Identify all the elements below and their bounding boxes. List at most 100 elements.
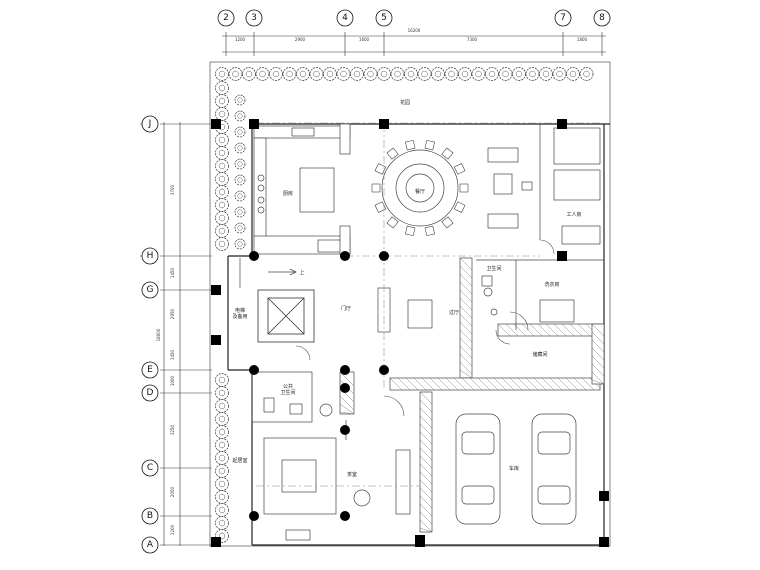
- tree-center: [237, 209, 243, 215]
- wall-hatch: [419, 463, 433, 477]
- tree-center: [448, 70, 455, 78]
- top-axis: [222, 32, 606, 56]
- wall-hatch: [545, 323, 559, 337]
- grid-bubble-D: D: [141, 384, 159, 402]
- tree-center: [218, 480, 226, 488]
- structural-columns: [211, 119, 609, 547]
- tree-center: [340, 70, 347, 78]
- room-guest-bath: 公共卫生间: [280, 383, 295, 396]
- tree-center: [218, 519, 226, 527]
- wall-hatch: [397, 377, 411, 391]
- wall-hatch: [477, 377, 491, 391]
- wall-hatch: [517, 377, 531, 391]
- wall-hatch: [591, 355, 605, 369]
- chair-icon: [441, 147, 454, 160]
- room-kitchen: 厨房: [283, 190, 293, 197]
- laundry-bath: [476, 259, 604, 330]
- tree-icon: [215, 146, 229, 160]
- grid-label-J: J: [148, 119, 152, 129]
- tree-center: [218, 175, 226, 183]
- chair-icon: [386, 216, 399, 229]
- wall-hatch: [419, 431, 433, 445]
- wall-hatch: [389, 377, 403, 391]
- column-square: [557, 119, 567, 129]
- tree-center: [259, 70, 266, 78]
- tree-icon: [228, 67, 243, 81]
- dining-right-furniture: [487, 147, 533, 229]
- wall-hatch: [591, 363, 605, 377]
- wall-hatch: [419, 519, 433, 533]
- tree-center: [218, 454, 226, 462]
- tree-center: [569, 70, 577, 78]
- wall-hatch: [419, 455, 433, 469]
- wall-hatch: [419, 495, 433, 509]
- wall-hatch: [419, 487, 433, 501]
- tree-icon: [215, 503, 229, 517]
- tree-center: [502, 70, 509, 78]
- doors: [295, 239, 555, 417]
- tree-icon: [431, 67, 445, 81]
- wall-hatch: [565, 377, 579, 391]
- kitchen-partition: [339, 123, 351, 255]
- chair-icon: [371, 183, 381, 193]
- room-bathroom: 卫生间: [486, 265, 501, 272]
- tree-icon: [255, 67, 270, 81]
- tree-center: [218, 441, 226, 449]
- tree-center: [218, 214, 226, 222]
- column-square: [249, 119, 259, 129]
- tree-center: [556, 70, 563, 78]
- tree-icon: [579, 67, 594, 81]
- wall-hatch: [581, 377, 595, 391]
- tree-center: [232, 70, 239, 78]
- left-axis: [140, 122, 212, 546]
- chair-icon: [453, 201, 466, 213]
- tree-icon: [215, 81, 229, 95]
- tree-center: [394, 70, 401, 78]
- tree-center: [218, 201, 226, 209]
- wall-hatch: [459, 345, 473, 359]
- tree-center: [218, 162, 226, 170]
- hedge-left: [215, 81, 246, 543]
- grid-label-2: 2: [223, 13, 229, 23]
- tree-icon: [234, 126, 246, 138]
- tree-icon: [215, 159, 229, 173]
- label-stair-up: 上: [299, 269, 304, 276]
- wall-segment: [497, 323, 603, 337]
- tree-center: [218, 532, 226, 540]
- tree-icon: [566, 67, 580, 81]
- tree-icon: [390, 67, 405, 81]
- wall-hatch: [413, 377, 427, 391]
- grid-bubble-A: A: [141, 536, 159, 554]
- tree-center: [421, 70, 428, 78]
- wall-hatch: [445, 377, 459, 391]
- chair-icon: [424, 139, 435, 151]
- tree-center: [237, 161, 243, 167]
- tree-icon: [215, 464, 229, 478]
- room-laundry: 洗衣房: [544, 281, 559, 288]
- living-room: [263, 420, 411, 541]
- tree-center: [218, 415, 226, 423]
- tree-center: [237, 225, 243, 231]
- tree-icon: [234, 94, 246, 106]
- tree-center: [367, 70, 374, 78]
- wall-hatch: [339, 403, 355, 415]
- dim-left-7: 2050: [170, 486, 175, 497]
- chair-icon: [405, 225, 416, 237]
- room-dining: 餐厅: [415, 188, 425, 195]
- wall-hatch: [469, 377, 483, 391]
- tree-icon: [215, 477, 229, 491]
- grid-label-D: D: [147, 388, 154, 398]
- tree-icon: [215, 373, 229, 387]
- grid-label-8: 8: [599, 13, 605, 23]
- tree-icon: [242, 67, 256, 81]
- wall-hatch: [419, 503, 433, 517]
- tree-icon: [282, 67, 297, 81]
- tree-icon: [215, 94, 229, 108]
- wall-hatch: [421, 377, 435, 391]
- tree-icon: [234, 206, 246, 218]
- tree-icon: [215, 516, 229, 530]
- room-living: 起居室: [232, 457, 247, 464]
- grid-bubble-5: 5: [375, 9, 393, 27]
- tree-icon: [215, 490, 229, 504]
- garage: [455, 413, 577, 525]
